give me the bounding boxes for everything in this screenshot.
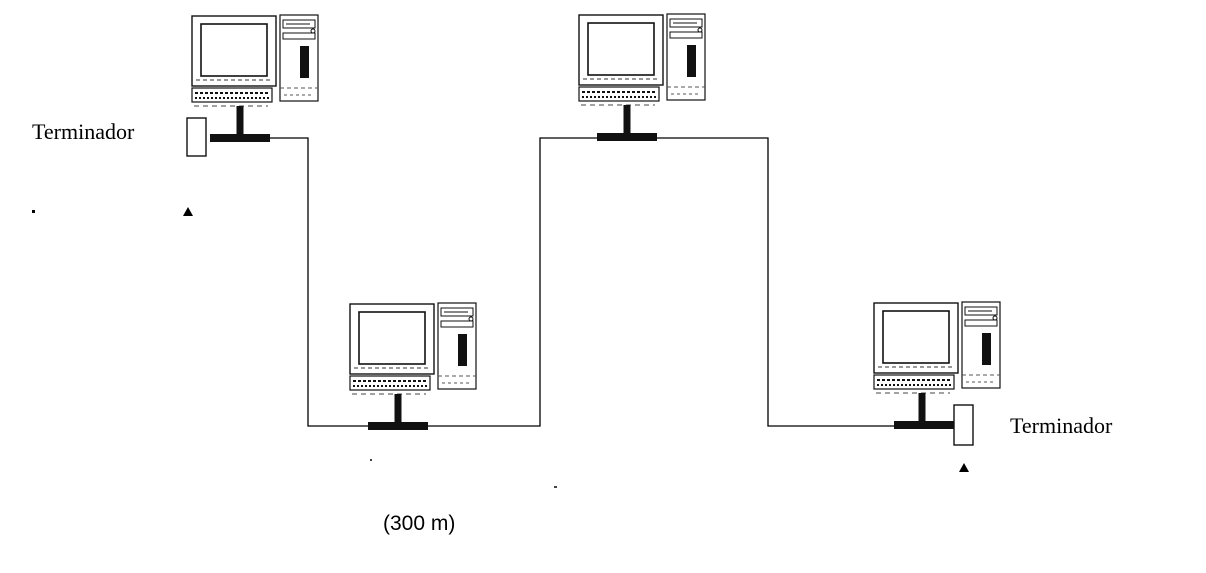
pointer-right-icon xyxy=(959,463,969,472)
terminator-left-icon xyxy=(187,118,206,156)
terminator-left-label: Terminador xyxy=(32,119,135,144)
terminator-right-icon xyxy=(954,405,973,445)
t-connector xyxy=(210,134,270,142)
terminator-right-label: Terminador xyxy=(1010,413,1113,438)
t-connector xyxy=(894,421,954,429)
computer-1 xyxy=(192,15,318,142)
computer-2 xyxy=(350,303,476,430)
computer-3 xyxy=(579,14,705,141)
t-connector xyxy=(597,133,657,141)
pointer-left-icon xyxy=(183,207,193,216)
computer-4 xyxy=(874,302,1000,429)
t-connector xyxy=(368,422,428,430)
bus-cable xyxy=(210,138,952,426)
distance-label: (300 m) xyxy=(383,512,455,535)
